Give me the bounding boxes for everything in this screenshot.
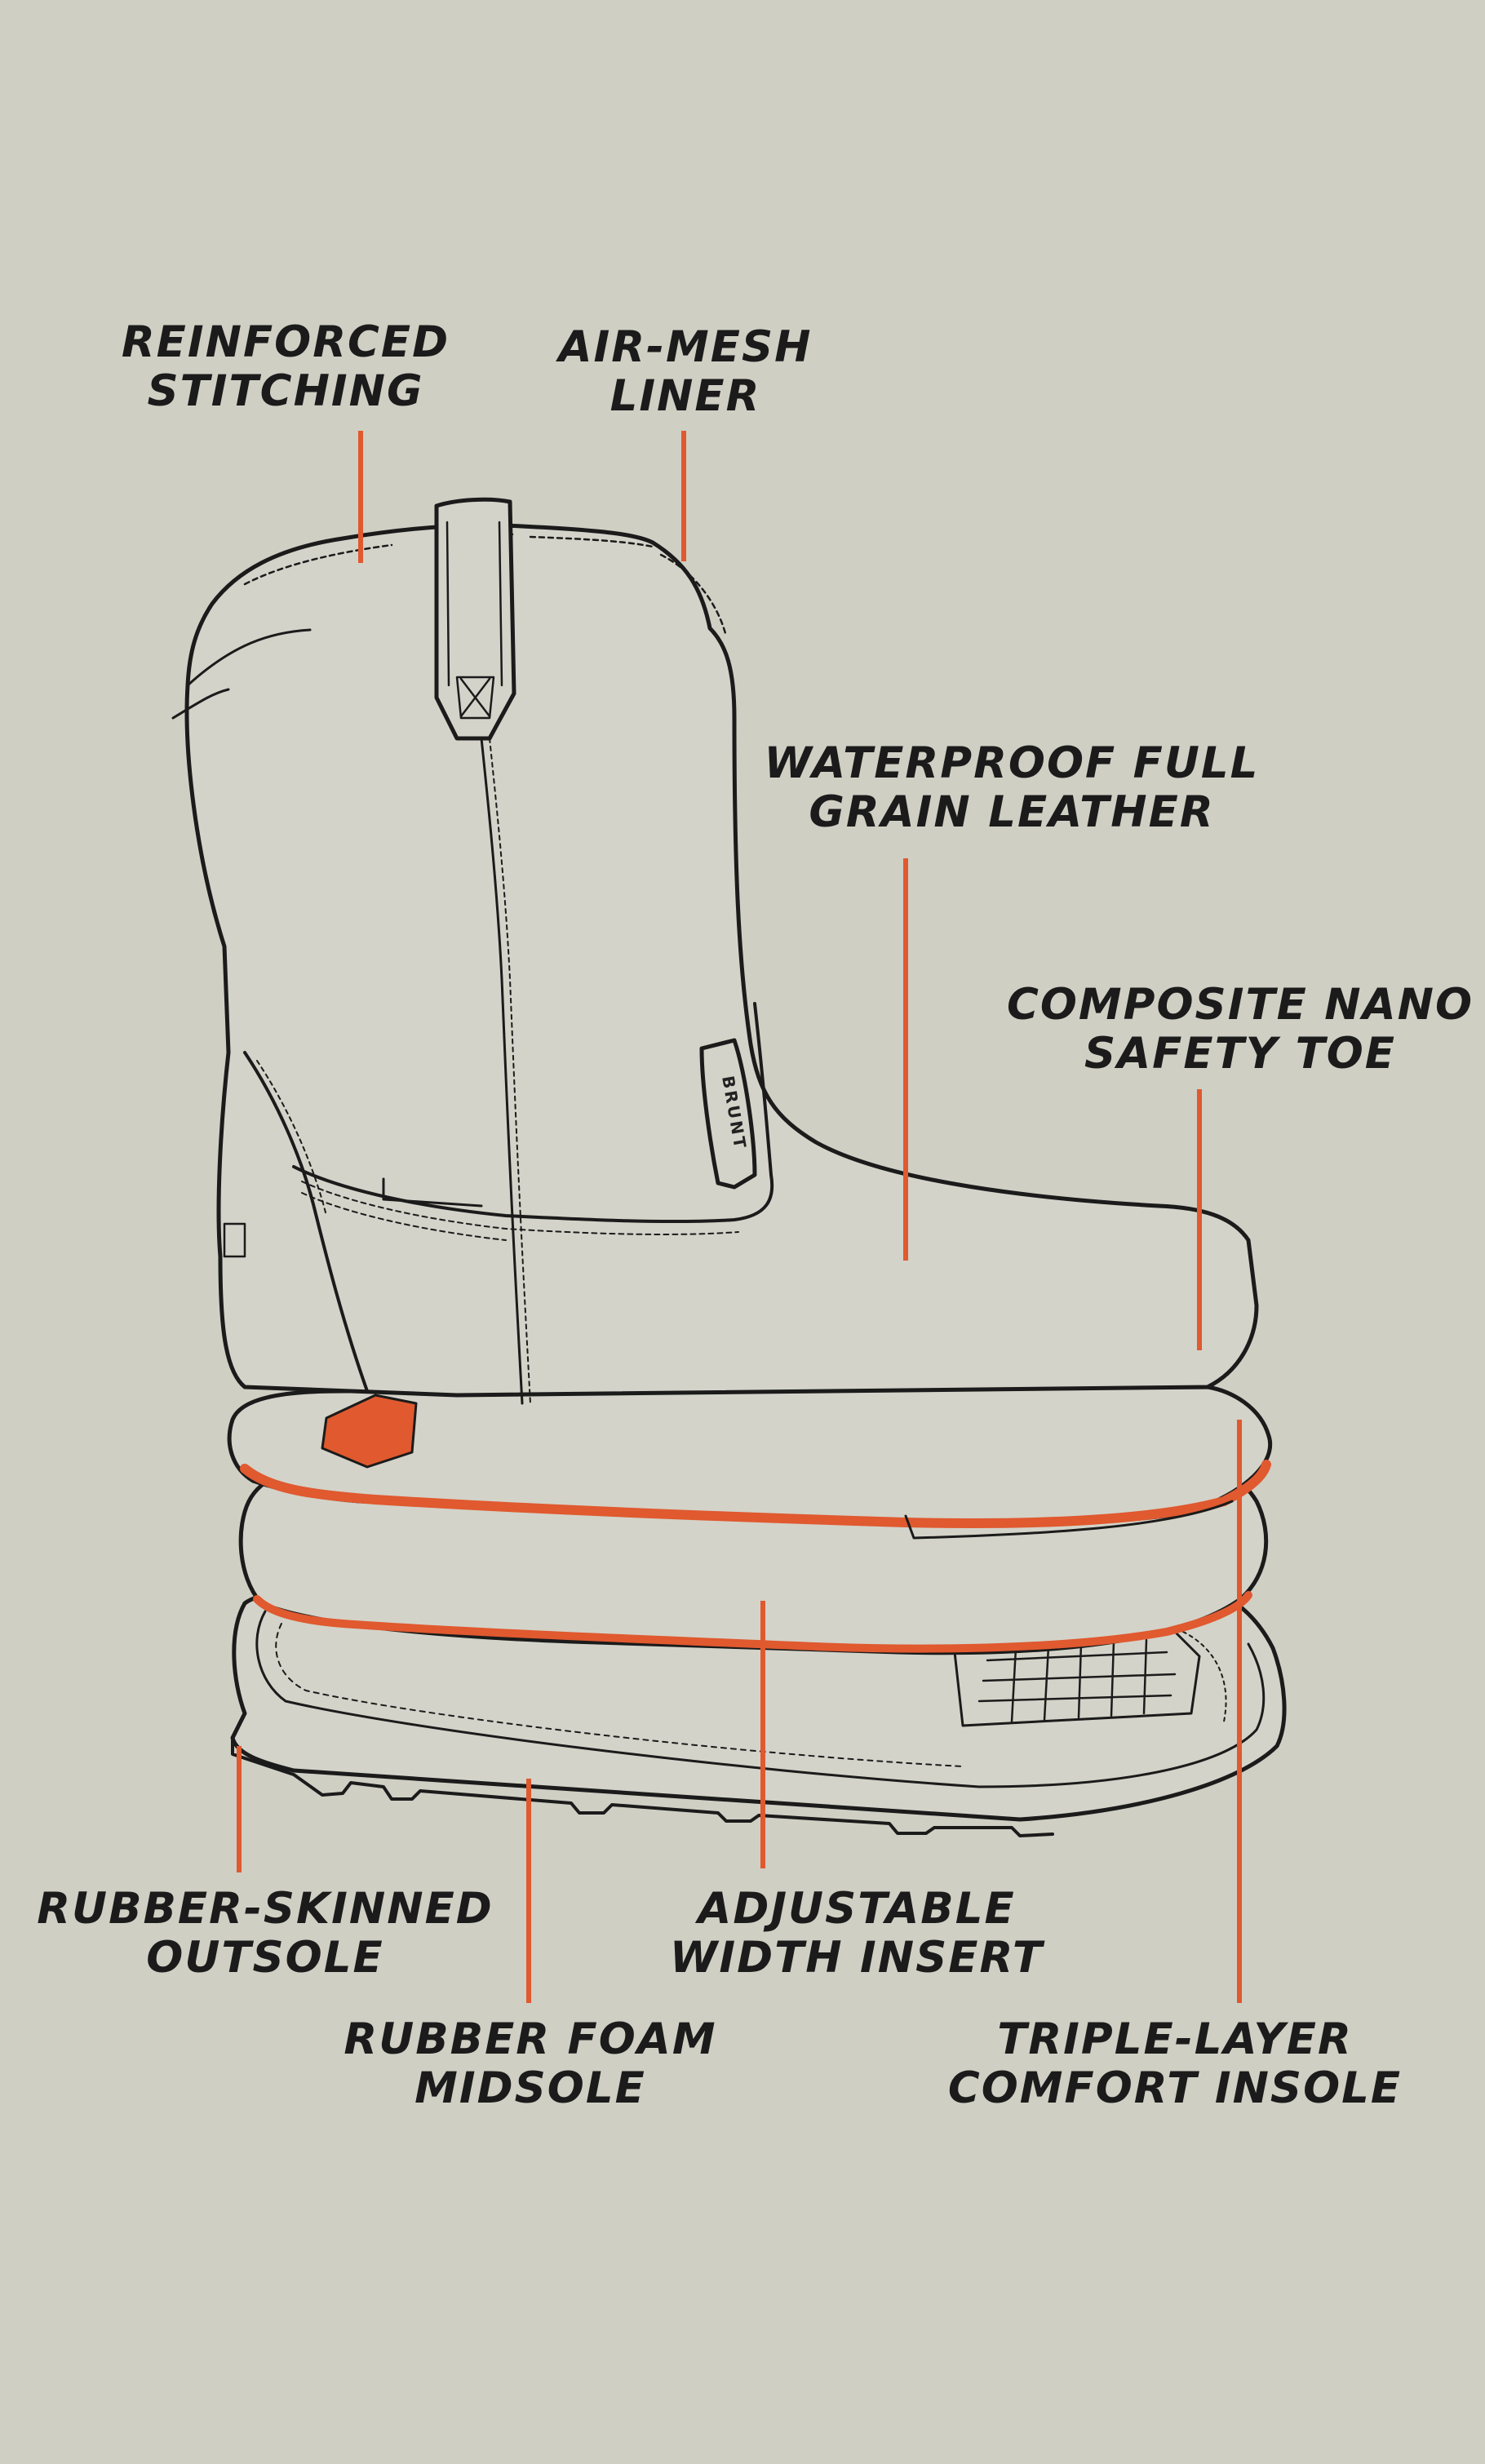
label-line: RUBBER-SKINNED [37,1884,494,1934]
label-adjustable-insert: ADJUSTABLE WIDTH INSERT [670,1885,1044,1983]
label-line: COMFORT INSOLE [947,2063,1403,2113]
label-line: OUTSOLE [146,1933,384,1983]
label-line: STITCHING [147,366,424,416]
label-foam-midsole: RUBBER FOAM MIDSOLE [344,2015,716,2113]
label-line: TRIPLE-LAYER [997,2014,1353,2064]
label-line: MIDSOLE [414,2063,646,2113]
label-composite-toe: COMPOSITE NANO SAFETY TOE [1007,981,1474,1079]
label-line: WATERPROOF FULL [764,738,1260,788]
label-waterproof-leather: WATERPROOF FULL GRAIN LEATHER [765,739,1260,837]
leader-lines [237,431,1242,2003]
label-rubber-outsole: RUBBER-SKINNED OUTSOLE [37,1885,494,1983]
label-line: RUBBER FOAM [344,2014,717,2064]
label-line: AIR-MESH [558,322,813,372]
label-line: REINFORCED [121,317,450,367]
label-line: ADJUSTABLE [698,1884,1016,1934]
label-line: WIDTH INSERT [669,1933,1044,1983]
label-line: COMPOSITE NANO [1006,980,1474,1030]
label-reinforced-stitching: REINFORCED STITCHING [122,318,450,416]
label-air-mesh-liner: AIR-MESH LINER [558,323,812,421]
label-line: LINER [610,371,761,421]
label-line: GRAIN LEATHER [809,787,1215,837]
boot-upper-drawing [171,497,1259,1405]
insole-drawing [227,1385,1273,1540]
label-line: SAFETY TOE [1084,1029,1396,1079]
label-comfort-insole: TRIPLE-LAYER COMFORT INSOLE [948,2015,1402,2113]
